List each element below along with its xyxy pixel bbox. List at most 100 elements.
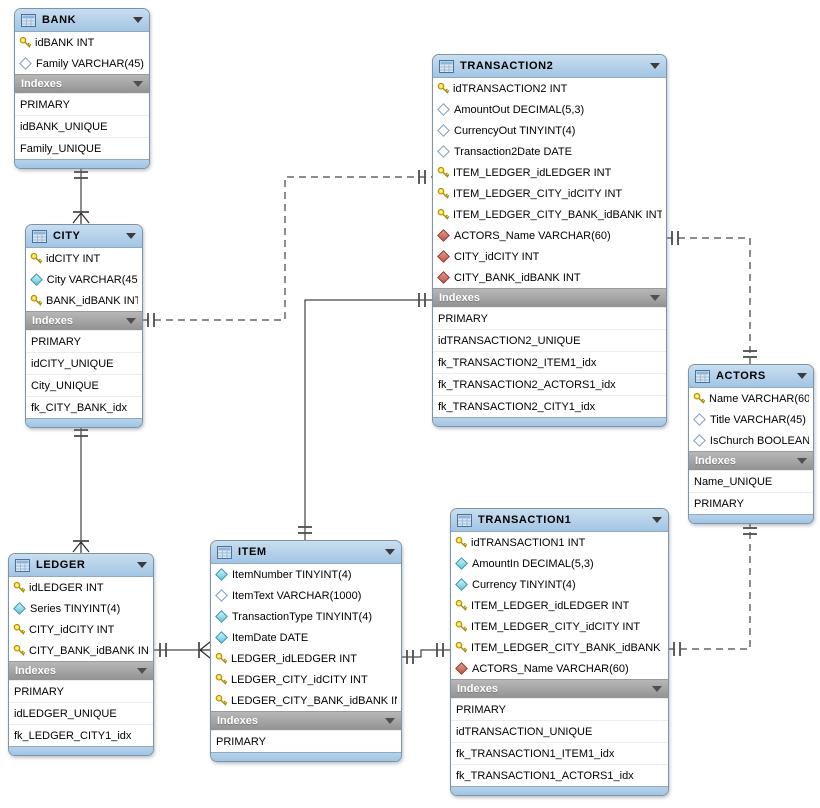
column-row[interactable]: Currency TINYINT(4) (451, 574, 668, 595)
collapse-arrow-icon[interactable] (650, 295, 660, 301)
relationship-city-transaction2[interactable] (142, 170, 432, 327)
index-row[interactable]: idLEDGER_UNIQUE (9, 702, 153, 724)
index-row[interactable]: City_UNIQUE (26, 374, 142, 396)
collapse-arrow-icon[interactable] (126, 233, 136, 239)
column-row[interactable]: ITEM_LEDGER_CITY_BANK_idBANK INT (433, 204, 666, 225)
index-row[interactable]: fk_TRANSACTION2_ITEM1_idx (433, 351, 666, 373)
column-row[interactable]: TransactionType TINYINT(4) (211, 606, 401, 627)
indexes-section-header[interactable]: Indexes (26, 311, 142, 330)
column-row[interactable]: Transaction2Date DATE (433, 141, 666, 162)
column-row[interactable]: ItemNumber TINYINT(4) (211, 564, 401, 585)
table-header[interactable]: TRANSACTION2 (433, 55, 666, 78)
index-row[interactable]: Family_UNIQUE (15, 137, 149, 159)
table-header[interactable]: ITEM (211, 541, 401, 564)
table-header[interactable]: BANK (15, 9, 149, 32)
index-row[interactable]: fk_TRANSACTION1_ITEM1_idx (451, 742, 668, 764)
column-row[interactable]: ITEM_LEDGER_idLEDGER INT (451, 595, 668, 616)
collapse-arrow-icon[interactable] (137, 562, 147, 568)
column-row[interactable]: AmountOut DECIMAL(5,3) (433, 99, 666, 120)
collapse-arrow-icon[interactable] (652, 517, 662, 523)
collapse-arrow-icon[interactable] (137, 668, 147, 674)
collapse-arrow-icon[interactable] (133, 81, 143, 87)
column-row[interactable]: Name VARCHAR(60) (689, 388, 813, 409)
column-row[interactable]: idCITY INT (26, 248, 142, 269)
relationship-transaction2-actors[interactable] (666, 231, 757, 364)
index-row[interactable]: PRIMARY (433, 307, 666, 329)
index-row[interactable]: fk_TRANSACTION2_ACTORS1_idx (433, 373, 666, 395)
collapse-arrow-icon[interactable] (797, 458, 807, 464)
column-row[interactable]: idBANK INT (15, 32, 149, 53)
column-row[interactable]: ITEM_LEDGER_CITY_idCITY INT (433, 183, 666, 204)
column-row[interactable]: Family VARCHAR(45) (15, 53, 149, 74)
index-row[interactable]: idTRANSACTION_UNIQUE (451, 720, 668, 742)
index-row[interactable]: PRIMARY (15, 93, 149, 115)
column-row[interactable]: idTRANSACTION2 INT (433, 78, 666, 99)
table-header[interactable]: TRANSACTION1 (451, 509, 668, 532)
column-row[interactable]: ItemText VARCHAR(1000) (211, 585, 401, 606)
column-row[interactable]: IsChurch BOOLEAN (689, 430, 813, 451)
indexes-section-header[interactable]: Indexes (433, 288, 666, 307)
indexes-section-header[interactable]: Indexes (451, 679, 668, 698)
index-row[interactable]: idCITY_UNIQUE (26, 352, 142, 374)
relationship-ledger-item[interactable] (153, 641, 211, 659)
column-row[interactable]: ITEM_LEDGER_CITY_BANK_idBANK INT (451, 637, 668, 658)
collapse-arrow-icon[interactable] (797, 373, 807, 379)
column-row[interactable]: LEDGER_idLEDGER INT (211, 648, 401, 669)
relationship-transaction1-actors[interactable] (668, 521, 757, 656)
collapse-arrow-icon[interactable] (652, 686, 662, 692)
indexes-section-header[interactable]: Indexes (15, 74, 149, 93)
table-header[interactable]: CITY (26, 225, 142, 248)
collapse-arrow-icon[interactable] (126, 318, 136, 324)
column-row[interactable]: CITY_idCITY INT (433, 246, 666, 267)
table-header[interactable]: ACTORS (689, 365, 813, 388)
indexes-section-header[interactable]: Indexes (689, 451, 813, 470)
index-row[interactable]: PRIMARY (211, 730, 401, 752)
index-row[interactable]: PRIMARY (451, 698, 668, 720)
column-row[interactable]: City VARCHAR(45) (26, 269, 142, 290)
index-row[interactable]: idTRANSACTION2_UNIQUE (433, 329, 666, 351)
column-row[interactable]: ITEM_LEDGER_idLEDGER INT (433, 162, 666, 183)
collapse-arrow-icon[interactable] (385, 549, 395, 555)
column-row[interactable]: idLEDGER INT (9, 577, 153, 598)
column-row[interactable]: BANK_idBANK INT (26, 290, 142, 311)
column-row[interactable]: CurrencyOut TINYINT(4) (433, 120, 666, 141)
index-row[interactable]: fk_TRANSACTION1_ACTORS1_idx (451, 764, 668, 786)
index-row[interactable]: PRIMARY (689, 492, 813, 514)
column-row[interactable]: CITY_idCITY INT (9, 619, 153, 640)
collapse-arrow-icon[interactable] (133, 17, 143, 23)
index-row[interactable]: fk_TRANSACTION2_CITY1_idx (433, 395, 666, 417)
column-row[interactable]: ACTORS_Name VARCHAR(60) (451, 658, 668, 679)
index-row[interactable]: PRIMARY (26, 330, 142, 352)
table-header[interactable]: LEDGER (9, 554, 153, 577)
column-row[interactable]: CITY_BANK_idBANK INT (433, 267, 666, 288)
relationship-item-transaction2[interactable] (298, 293, 432, 540)
column-row[interactable]: LEDGER_CITY_BANK_idBANK INT (211, 690, 401, 711)
column-row[interactable]: ITEM_LEDGER_CITY_idCITY INT (451, 616, 668, 637)
index-row[interactable]: fk_CITY_BANK_idx (26, 396, 142, 418)
column-row[interactable]: idTRANSACTION1 INT (451, 532, 668, 553)
column-row[interactable]: ACTORS_Name VARCHAR(60) (433, 225, 666, 246)
column-row[interactable]: LEDGER_CITY_idCITY INT (211, 669, 401, 690)
index-row[interactable]: fk_LEDGER_CITY1_idx (9, 724, 153, 746)
index-row[interactable]: Name_UNIQUE (689, 470, 813, 492)
indexes-section-header[interactable]: Indexes (9, 661, 153, 680)
index-row[interactable]: PRIMARY (9, 680, 153, 702)
indexes-section-header[interactable]: Indexes (211, 711, 401, 730)
relationship-bank-city[interactable] (72, 164, 90, 224)
column-row[interactable]: Series TINYINT(4) (9, 598, 153, 619)
column-row[interactable]: Title VARCHAR(45) (689, 409, 813, 430)
collapse-arrow-icon[interactable] (650, 63, 660, 69)
relationship-city-ledger[interactable] (72, 422, 90, 553)
column-row[interactable]: ItemDate DATE (211, 627, 401, 648)
relationship-item-transaction1[interactable] (401, 643, 450, 664)
column-row[interactable]: CITY_BANK_idBANK INT (9, 640, 153, 661)
index-row[interactable]: idBANK_UNIQUE (15, 115, 149, 137)
collapse-arrow-icon[interactable] (385, 718, 395, 724)
